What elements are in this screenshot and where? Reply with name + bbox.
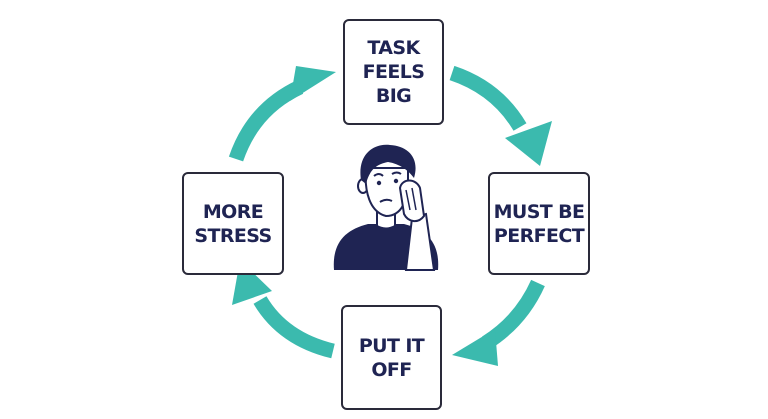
arrow-bottom-to-left	[253, 296, 335, 359]
step-task-feels-big: TASK FEELS BIG	[343, 19, 444, 125]
step-label: MORE STRESS	[194, 200, 272, 247]
arrow-left-to-top	[228, 80, 304, 162]
arrow-right-to-bottom-head	[452, 329, 498, 366]
step-put-it-off: PUT IT OFF	[341, 305, 442, 410]
step-label: TASK FEELS BIG	[362, 37, 425, 107]
step-label: MUST BE PERFECT	[493, 200, 585, 247]
step-label: PUT IT OFF	[358, 334, 425, 381]
arrow-top-to-right-head	[505, 121, 552, 166]
step-must-be-perfect: MUST BE PERFECT	[488, 172, 590, 275]
step-more-stress: MORE STRESS	[182, 172, 284, 275]
stressed-person-icon	[333, 144, 439, 271]
arrow-top-to-right	[449, 65, 527, 131]
arrow-left-to-top-head	[290, 66, 336, 101]
